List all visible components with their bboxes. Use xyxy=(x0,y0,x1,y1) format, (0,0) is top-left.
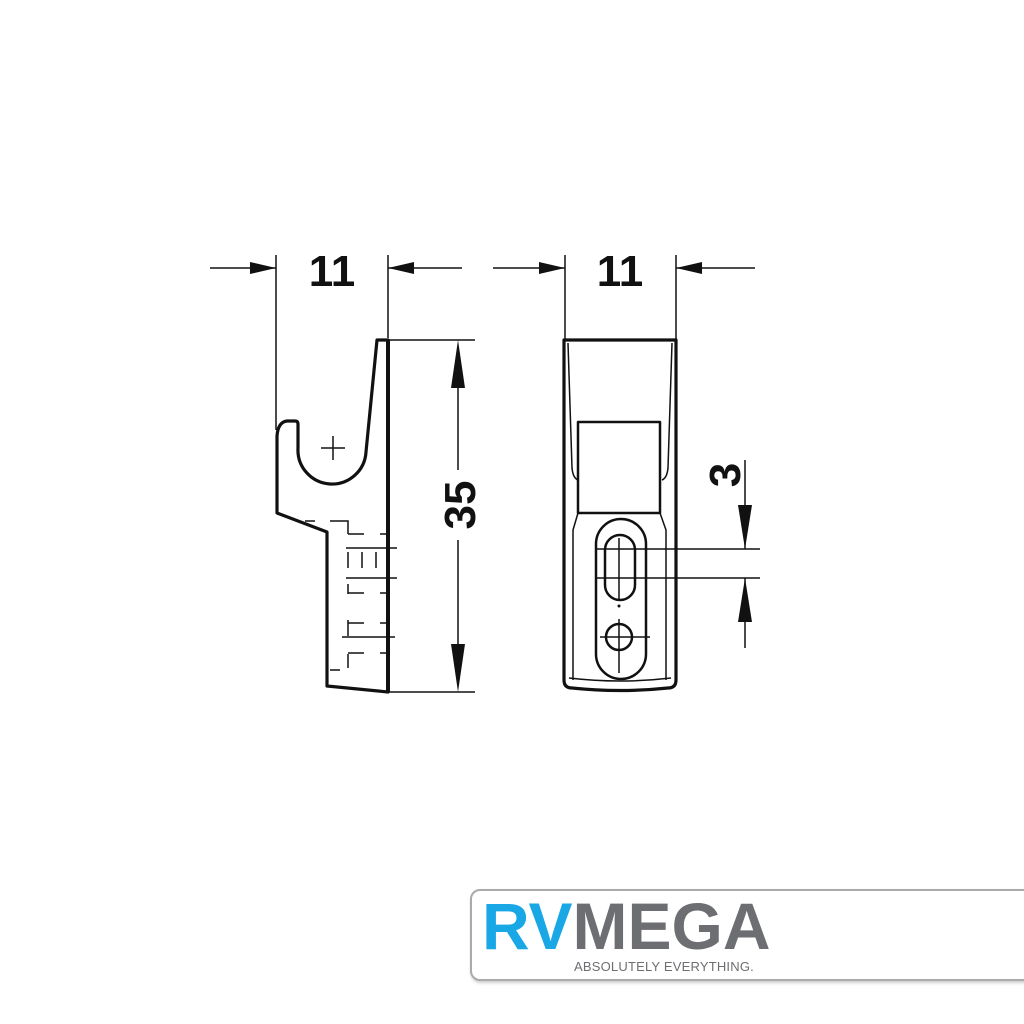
arrowhead xyxy=(676,262,702,274)
brand-logo: RVMEGA xyxy=(482,893,771,959)
arrowhead xyxy=(738,505,752,549)
plate-edges xyxy=(572,512,667,680)
logo-mega: MEGA xyxy=(572,889,771,963)
hidden-lines xyxy=(305,520,397,671)
arrowhead xyxy=(388,262,414,274)
bracket-body xyxy=(562,338,678,693)
width-dimension-label: 11 xyxy=(309,247,356,296)
arrowhead xyxy=(451,340,465,388)
center-mark xyxy=(600,619,650,673)
center-mark xyxy=(321,436,345,460)
arrowhead xyxy=(539,262,565,274)
arrowhead xyxy=(451,644,465,692)
logo-tagline: ABSOLUTELY EVERYTHING. xyxy=(574,959,754,974)
taper-lines xyxy=(567,342,673,481)
arrowhead xyxy=(250,262,276,274)
front-view: 11 3 xyxy=(493,247,760,693)
side-view: 11 35 xyxy=(210,247,485,694)
arrowhead xyxy=(738,578,752,622)
height-dimension-label: 35 xyxy=(436,481,485,530)
width-dimension-label: 11 xyxy=(597,247,644,296)
hook-profile xyxy=(275,338,390,694)
logo-rv: RV xyxy=(482,889,573,963)
slot-hole xyxy=(603,533,637,602)
slot-dimension-label: 3 xyxy=(701,463,750,487)
bottom-edge xyxy=(568,677,672,682)
mounting-boss xyxy=(594,517,648,681)
logo-banner xyxy=(470,889,1024,981)
hook-face xyxy=(576,420,662,515)
center-dot xyxy=(617,604,621,608)
